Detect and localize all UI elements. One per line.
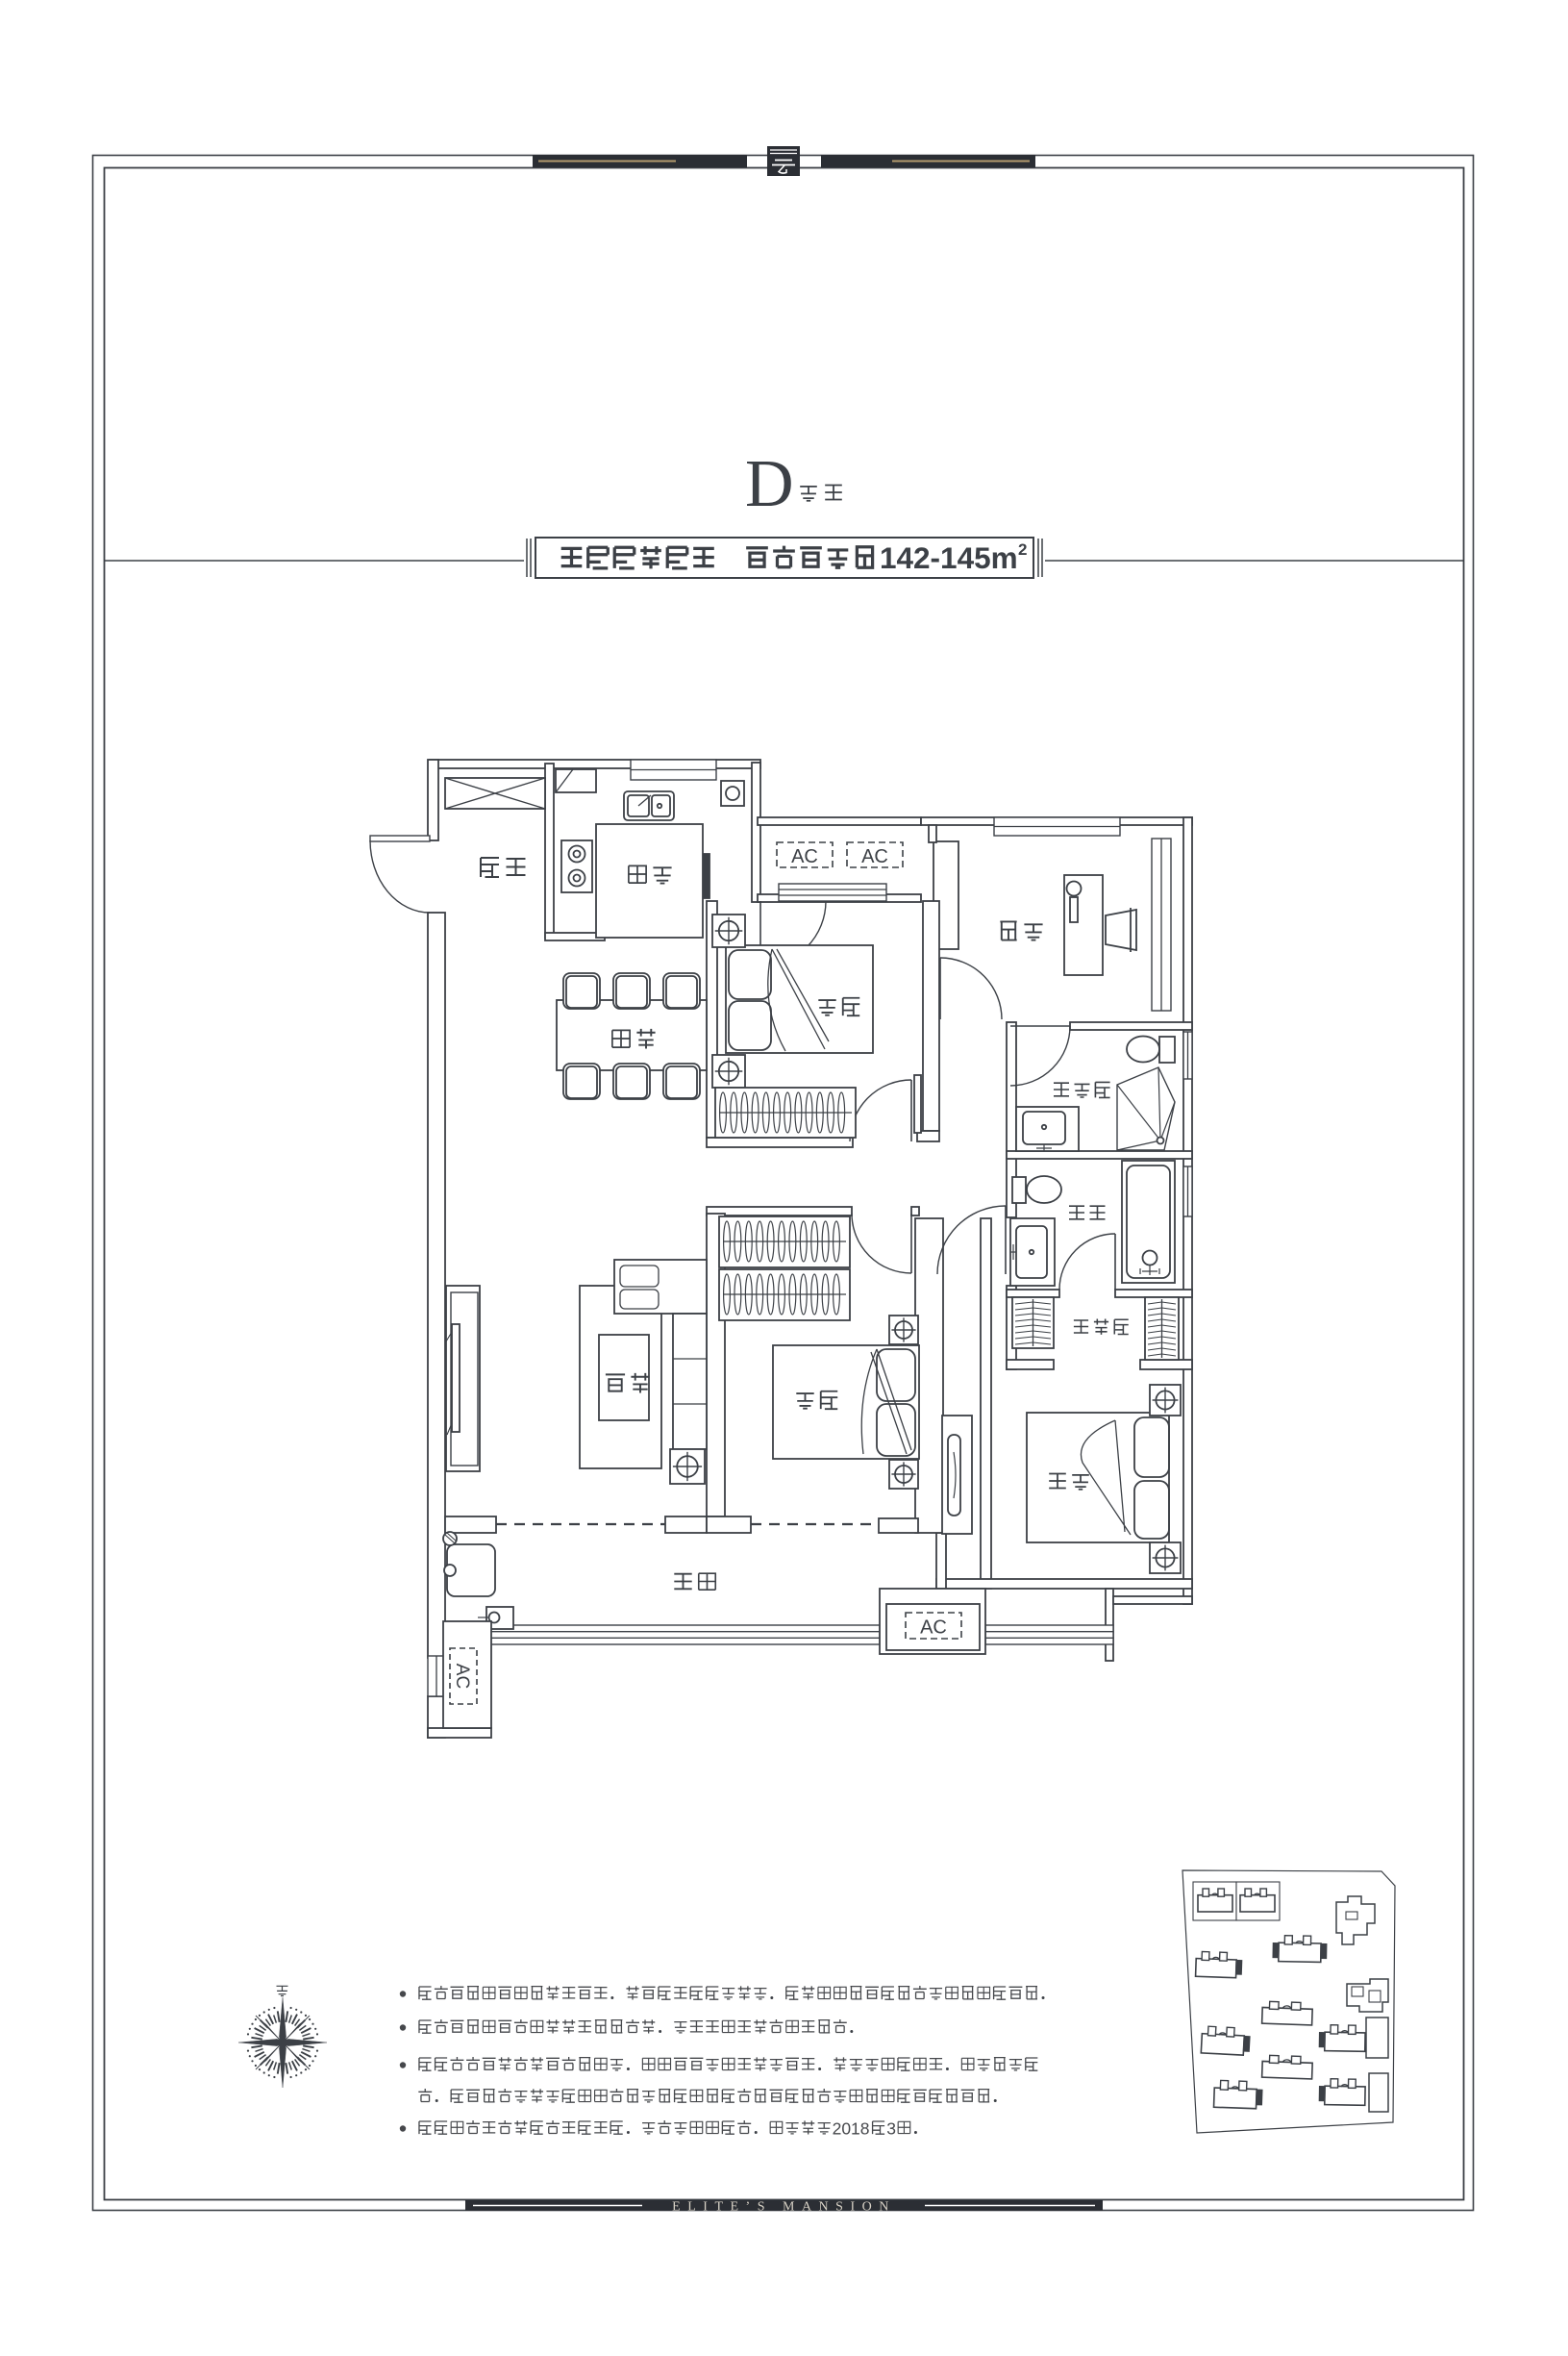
svg-text:2018: 2018 <box>833 2119 870 2139</box>
svg-text:142-145m: 142-145m <box>880 540 1018 575</box>
svg-text:AC: AC <box>861 846 888 867</box>
svg-text:ELITE’S MANSION: ELITE’S MANSION <box>672 2199 896 2214</box>
svg-text:2: 2 <box>1018 540 1027 559</box>
svg-text:3: 3 <box>886 2119 896 2139</box>
svg-text:D: D <box>745 447 794 521</box>
svg-text:AC: AC <box>920 1617 947 1639</box>
svg-text:AC: AC <box>452 1664 472 1689</box>
svg-text:AC: AC <box>791 846 818 867</box>
